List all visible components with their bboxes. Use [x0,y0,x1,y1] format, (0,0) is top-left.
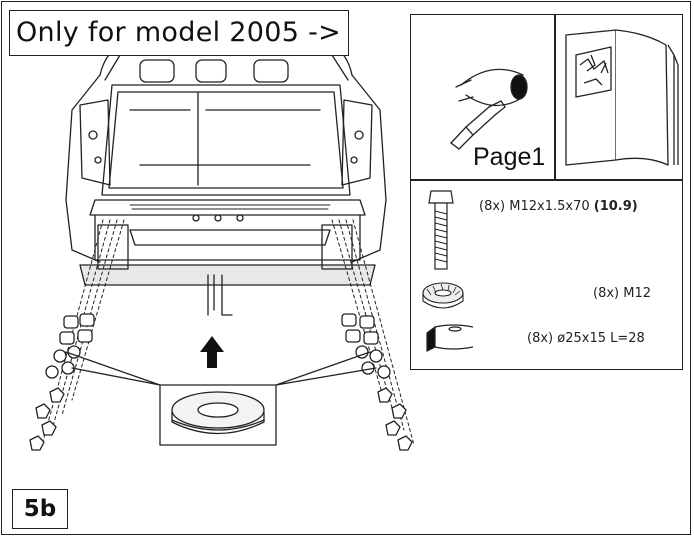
page-reference: Page1 [473,143,546,171]
washer-spec: (8x) M12 [593,286,652,301]
lock-washer-icon [422,282,464,309]
parts-panel: Page1 (8x) M12x1.5x70 (10.9) (8x) M [410,14,683,370]
panel-divider-horizontal [411,179,682,181]
step-number: 5b [12,489,68,529]
read-instructions-icon [450,68,528,150]
bolt-icon [428,190,454,270]
panel-divider-vertical [554,15,556,179]
model-applicability-note: Only for model 2005 -> [9,10,349,56]
install-direction-arrow-icon [200,336,224,368]
bolt-spec: (8x) M12x1.5x70 (10.9) [479,199,638,214]
spacer-sleeve-icon [426,324,474,352]
spacer-spec: (8x) ø25x15 L=28 [527,331,645,346]
manual-booklet-icon [565,29,679,166]
